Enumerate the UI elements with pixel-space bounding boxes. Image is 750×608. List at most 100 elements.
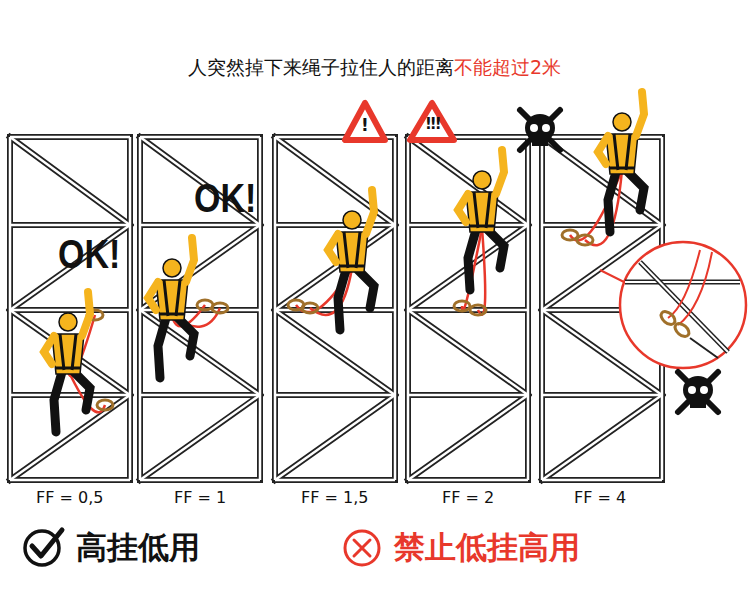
scaffold-member <box>542 222 662 228</box>
torso <box>336 232 368 272</box>
fall-factor: FF = 2 <box>442 489 494 507</box>
scaffold-member <box>129 137 132 480</box>
lanyard <box>462 228 482 311</box>
scaffold-member <box>394 137 397 480</box>
harness <box>610 134 634 170</box>
scaffold-member <box>10 137 130 225</box>
scaffold-member <box>10 310 130 395</box>
title: 人突然掉下来绳子拉住人的距离 <box>188 57 454 78</box>
scaffold-member <box>275 395 395 480</box>
leg <box>158 318 166 378</box>
arm <box>82 292 90 336</box>
scaffold-member <box>140 310 260 395</box>
fall-factor: FF = 0,5 <box>36 489 103 507</box>
head <box>59 313 77 331</box>
scaffold-member <box>542 395 662 480</box>
leg <box>468 230 476 290</box>
scaffold-member <box>140 224 260 227</box>
scaffold-member <box>140 394 260 397</box>
arm <box>186 238 194 282</box>
scaffold-member <box>408 477 528 483</box>
lanyard <box>68 370 105 412</box>
scaffold-member <box>275 224 395 227</box>
fall-factor: FF = 1,5 <box>301 489 368 507</box>
lanyard <box>585 170 622 245</box>
scaffold-member <box>542 479 662 482</box>
title-emphasis: 不能超过2米 <box>454 57 561 78</box>
scaffold-towers <box>10 137 662 480</box>
crossbones <box>520 110 560 150</box>
scaffold-member <box>408 479 528 482</box>
scaffold-member <box>408 310 528 395</box>
scaffold-member <box>275 395 395 480</box>
lanyard <box>478 228 485 315</box>
head <box>613 113 631 131</box>
scaffold-member <box>10 309 130 312</box>
carabiner <box>577 235 593 245</box>
carabiner <box>302 303 318 313</box>
warning-triangle <box>345 103 454 140</box>
scaffold-member <box>140 392 260 398</box>
scaffold-member <box>275 477 395 483</box>
skull <box>683 376 713 404</box>
carabiner <box>454 301 470 311</box>
scaffold-member <box>275 310 395 395</box>
arm <box>458 194 468 222</box>
fall-factor: FF = 4 <box>574 489 626 507</box>
scaffold-member <box>140 479 260 482</box>
scaffold-member <box>542 477 662 483</box>
scaffold-member <box>10 134 130 140</box>
scaffold-member <box>10 479 130 482</box>
rule-forbid: 禁止低挂高用 <box>394 530 580 564</box>
ok-label: OK! <box>194 176 256 220</box>
scaffold-member <box>10 136 130 139</box>
scaffold-member <box>10 307 130 313</box>
scaffold-member <box>10 392 130 398</box>
skull-eye <box>700 386 708 394</box>
scaffold-member <box>408 392 528 398</box>
scaffold-member <box>10 310 130 395</box>
leg <box>488 230 504 268</box>
scaffold-member <box>275 394 395 397</box>
leg <box>628 172 644 210</box>
scaffold-member <box>10 224 130 227</box>
scaffold-member <box>140 222 260 228</box>
harness <box>340 232 364 268</box>
skull-eye <box>530 124 538 132</box>
torso <box>156 280 188 320</box>
climbers <box>44 92 644 432</box>
scaffold-member <box>10 395 130 480</box>
scaffold-member <box>10 137 130 225</box>
scaffold-member <box>10 225 130 310</box>
skull-eye <box>542 124 550 132</box>
scaffold-member <box>542 224 662 227</box>
check-icon <box>25 530 62 565</box>
skull <box>690 400 706 408</box>
rule-ok: 高挂低用 <box>76 530 200 564</box>
scaffold-member <box>140 477 260 483</box>
scaffold-member <box>259 137 262 480</box>
skull <box>532 138 548 146</box>
scaffold-member <box>10 395 130 480</box>
scaffold-member <box>542 136 662 139</box>
arm <box>636 92 644 136</box>
scaffold-member <box>408 225 528 310</box>
harness <box>56 334 80 370</box>
arm <box>148 282 158 310</box>
head <box>343 211 361 229</box>
scaffold-member <box>140 395 260 480</box>
torso <box>606 134 638 174</box>
leg <box>608 172 616 232</box>
scaffold-member <box>140 395 260 480</box>
scaffold-member <box>408 394 528 397</box>
arm <box>44 336 54 364</box>
scaffold-member <box>10 477 130 483</box>
scaffold-member <box>275 479 395 482</box>
scaffold-member <box>542 395 662 480</box>
harness <box>470 192 494 228</box>
crossbones <box>678 372 718 412</box>
warning-mark: !!! <box>425 116 440 133</box>
scaffold-member <box>542 394 662 397</box>
scaffold-member <box>10 225 130 310</box>
